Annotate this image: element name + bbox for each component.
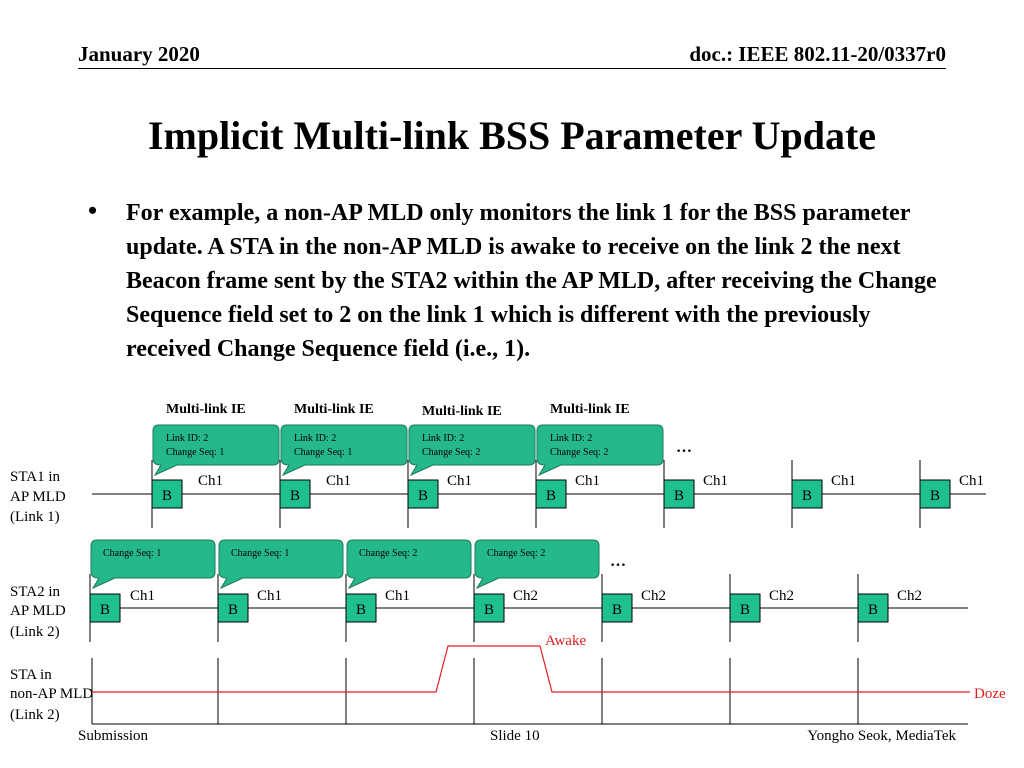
- link2-channel-label: Ch1: [130, 588, 155, 604]
- footer-submission: Submission: [78, 728, 149, 744]
- beacon-label: B: [162, 488, 172, 504]
- beacon-label: B: [356, 602, 366, 618]
- beacon-label: B: [868, 602, 878, 618]
- footer-author: Yongho Seok, MediaTek: [807, 728, 956, 744]
- callout-change-seq: Change Seq: 2: [359, 548, 417, 559]
- multilink-ie-label: Multi-link IE: [550, 402, 630, 417]
- bullet-text: For example, a non-AP MLD only monitors …: [126, 200, 937, 362]
- header-date: January 2020: [78, 42, 200, 66]
- link1-callout: [536, 424, 664, 477]
- doze-label: Doze: [974, 686, 1006, 702]
- link1-beacon: [663, 479, 695, 509]
- beacon-label: B: [228, 602, 238, 618]
- link1-ellipsis: …: [676, 439, 692, 456]
- link2-beacon: [857, 593, 889, 623]
- link1-beacon: [919, 479, 951, 509]
- link1-channel-label: Ch1: [198, 473, 223, 489]
- link2-callout: [346, 539, 472, 590]
- callout-link-id: Link ID: 2: [166, 433, 208, 444]
- beacon-label: B: [612, 602, 622, 618]
- link2-beacon: [601, 593, 633, 623]
- multilink-ie-label: Multi-link IE: [166, 402, 246, 417]
- callout-link-id: Link ID: 2: [294, 433, 336, 444]
- callout-link-id: Link ID: 2: [550, 433, 592, 444]
- row-label: AP MLD: [10, 603, 66, 619]
- link2-ellipsis: …: [610, 553, 626, 570]
- link1-beacon: [535, 479, 567, 509]
- multilink-ie-label: Multi-link IE: [294, 402, 374, 417]
- link2-beacon: [345, 593, 377, 623]
- link2-beacon: [729, 593, 761, 623]
- link1-beacon: [791, 479, 823, 509]
- link2-beacon: [217, 593, 249, 623]
- callout-change-seq: Change Seq: 1: [166, 447, 224, 458]
- link2-callout: [218, 539, 344, 590]
- beacon-label: B: [674, 488, 684, 504]
- row-label: (Link 2): [10, 624, 60, 640]
- footer-slide-number: Slide 10: [490, 728, 540, 744]
- row-label: (Link 1): [10, 509, 60, 525]
- beacon-label: B: [546, 488, 556, 504]
- link1-channel-label: Ch1: [959, 473, 984, 489]
- link1-callout: [280, 424, 408, 477]
- link2-channel-label: Ch1: [257, 588, 282, 604]
- link1-beacon: [407, 479, 439, 509]
- awake-label: Awake: [545, 633, 586, 649]
- bullet-marker: •: [88, 196, 98, 225]
- link2-beacon: [473, 593, 505, 623]
- callout-change-seq: Change Seq: 2: [487, 548, 545, 559]
- callout-link-id: Link ID: 2: [422, 433, 464, 444]
- callout-change-seq: Change Seq: 1: [103, 548, 161, 559]
- link1-channel-label: Ch1: [575, 473, 600, 489]
- link1-callout: [408, 424, 536, 477]
- link2-channel-label: Ch2: [897, 588, 922, 604]
- link1-channel-label: Ch1: [447, 473, 472, 489]
- link1-beacon: [151, 479, 183, 509]
- row-label: AP MLD: [10, 489, 66, 505]
- beacon-label: B: [802, 488, 812, 504]
- header-rule: [78, 68, 946, 69]
- callout-change-seq: Change Seq: 1: [294, 447, 352, 458]
- row-label: non-AP MLD: [10, 686, 93, 702]
- link2-beacon: [89, 593, 121, 623]
- beacon-label: B: [418, 488, 428, 504]
- link2-callout: [474, 539, 600, 590]
- link2-channel-label: Ch2: [513, 588, 538, 604]
- callout-change-seq: Change Seq: 1: [231, 548, 289, 559]
- link1-callout: [152, 424, 280, 477]
- link2-channel-label: Ch1: [385, 588, 410, 604]
- callout-change-seq: Change Seq: 2: [422, 447, 480, 458]
- slide-title: Implicit Multi-link BSS Parameter Update: [147, 113, 877, 158]
- link2-channel-label: Ch2: [769, 588, 794, 604]
- row-label: STA in: [10, 667, 52, 683]
- row-label: (Link 2): [10, 707, 60, 723]
- link2-channel-label: Ch2: [641, 588, 666, 604]
- beacon-label: B: [484, 602, 494, 618]
- beacon-label: B: [100, 602, 110, 618]
- multilink-ie-label: Multi-link IE: [422, 404, 502, 419]
- header-doc-id: doc.: IEEE 802.11-20/0337r0: [689, 42, 946, 66]
- link1-channel-label: Ch1: [703, 473, 728, 489]
- link1-channel-label: Ch1: [831, 473, 856, 489]
- beacon-label: B: [290, 488, 300, 504]
- power-state-trace: [92, 645, 970, 693]
- beacon-label: B: [930, 488, 940, 504]
- beacon-label: B: [740, 602, 750, 618]
- link1-beacon: [279, 479, 311, 509]
- row-label: STA1 in: [10, 469, 61, 485]
- row-label: STA2 in: [10, 584, 61, 600]
- link2-callout: [90, 539, 216, 590]
- callout-change-seq: Change Seq: 2: [550, 447, 608, 458]
- link1-channel-label: Ch1: [326, 473, 351, 489]
